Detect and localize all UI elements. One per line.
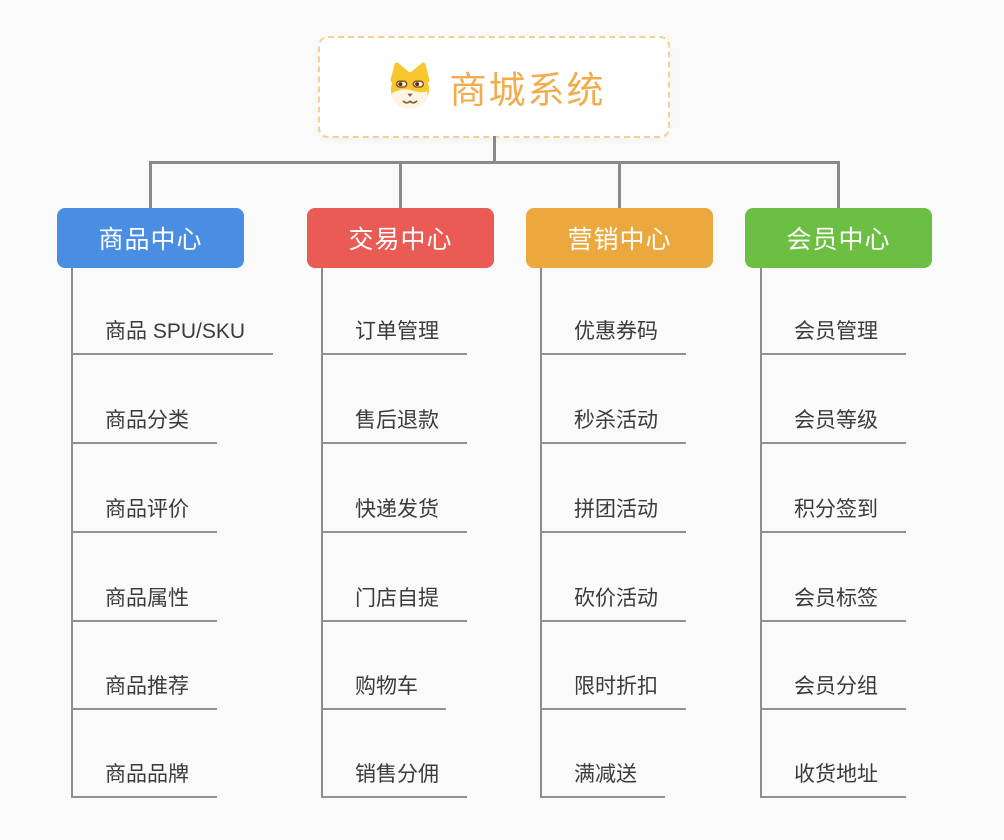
root-node[interactable]: 商城系统 xyxy=(318,36,670,138)
child-topic[interactable]: 会员等级 xyxy=(760,400,906,444)
children-spine-trade-center xyxy=(321,268,323,798)
child-topic[interactable]: 商品属性 xyxy=(71,578,217,622)
child-topic[interactable]: 会员分组 xyxy=(760,666,906,710)
child-topic[interactable]: 门店自提 xyxy=(321,578,467,622)
child-topic[interactable]: 会员管理 xyxy=(760,311,906,355)
child-topic[interactable]: 商品评价 xyxy=(71,489,217,533)
children-spine-product-center xyxy=(71,268,73,798)
child-topic[interactable]: 优惠券码 xyxy=(540,311,686,355)
child-topic[interactable]: 积分签到 xyxy=(760,489,906,533)
branch-node-marketing-center[interactable]: 营销中心 xyxy=(526,208,713,268)
connector-drop-trade-center xyxy=(399,161,402,209)
child-topic[interactable]: 商品 SPU/SKU xyxy=(71,311,274,355)
connector-drop-product-center xyxy=(149,161,152,209)
child-topic[interactable]: 限时折扣 xyxy=(540,666,686,710)
child-topic[interactable]: 销售分佣 xyxy=(321,754,467,798)
branch-node-product-center[interactable]: 商品中心 xyxy=(57,208,244,268)
child-topic[interactable]: 购物车 xyxy=(321,666,446,710)
child-topic[interactable]: 拼团活动 xyxy=(540,489,686,533)
child-topic[interactable]: 商品品牌 xyxy=(71,754,217,798)
connector-root-stub xyxy=(493,136,496,163)
children-spine-marketing-center xyxy=(540,268,542,798)
child-topic[interactable]: 订单管理 xyxy=(321,311,467,355)
child-topic[interactable]: 商品推荐 xyxy=(71,666,217,710)
child-topic[interactable]: 会员标签 xyxy=(760,578,906,622)
connector-bus xyxy=(149,161,840,164)
child-topic[interactable]: 快递发货 xyxy=(321,489,467,533)
connector-drop-member-center xyxy=(837,161,840,209)
branch-node-trade-center[interactable]: 交易中心 xyxy=(307,208,494,268)
dog-face-icon xyxy=(389,62,430,109)
connector-drop-marketing-center xyxy=(618,161,621,209)
child-topic[interactable]: 收货地址 xyxy=(760,754,906,798)
branch-node-member-center[interactable]: 会员中心 xyxy=(745,208,932,268)
child-topic[interactable]: 满减送 xyxy=(540,754,665,798)
child-topic[interactable]: 售后退款 xyxy=(321,400,467,444)
children-spine-member-center xyxy=(760,268,762,798)
child-topic[interactable]: 商品分类 xyxy=(71,400,217,444)
child-topic[interactable]: 砍价活动 xyxy=(540,578,686,622)
child-topic[interactable]: 秒杀活动 xyxy=(540,400,686,444)
root-title: 商城系统 xyxy=(449,70,606,111)
